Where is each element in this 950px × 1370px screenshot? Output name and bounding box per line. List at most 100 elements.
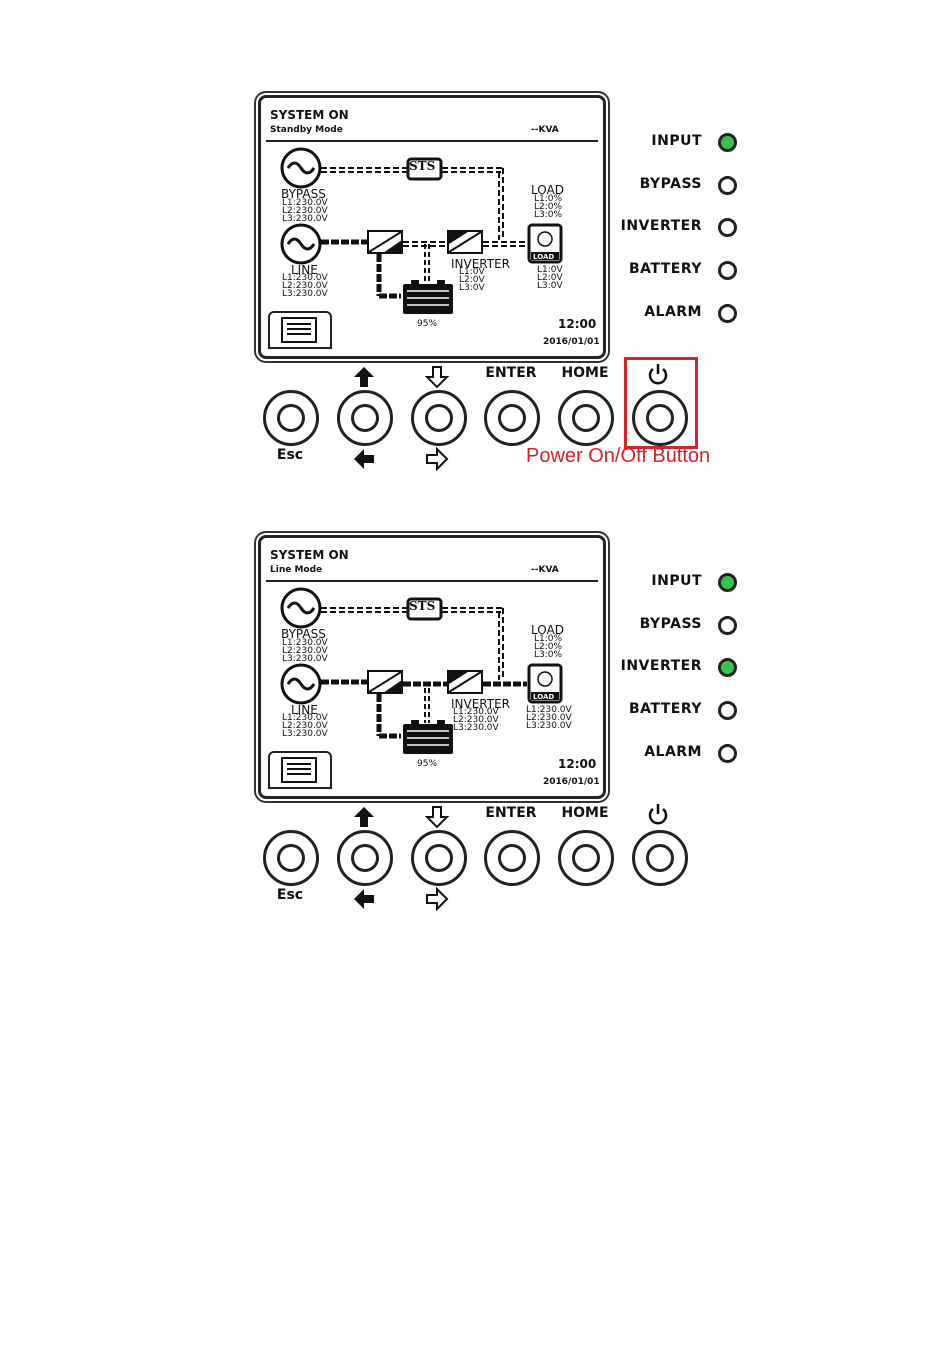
bypass-l1: L1:230.0V (282, 198, 328, 208)
load-pct-l3: L3:0% (534, 650, 563, 660)
load-pct-l2: L2:0% (534, 642, 563, 652)
led-alarm: ALARM (620, 742, 750, 766)
bypass-l3: L3:230.0V (282, 214, 328, 224)
line-label: LINE (291, 263, 318, 277)
load-label: LOAD (531, 623, 564, 637)
load-pct-l2: L2:0% (534, 202, 563, 212)
load-v-l2: L2:230.0V (526, 713, 572, 723)
led-indicator (718, 744, 737, 763)
line-l3: L3:230.0V (282, 729, 328, 739)
led-inverter: INVERTER (620, 216, 750, 240)
power-button[interactable] (632, 830, 688, 886)
load-bulb-icon (527, 223, 563, 264)
load-pct-l1: L1:0% (534, 194, 563, 204)
bypass-l1: L1:230.0V (282, 638, 328, 648)
clock-date: 2016/01/01 (543, 777, 600, 787)
sts-label: STS (409, 599, 436, 613)
kva-readout: --KVA (531, 125, 559, 135)
battery-percent: 95% (417, 319, 438, 329)
esc-button[interactable] (263, 830, 319, 886)
line-l3: L3:230.0V (282, 289, 328, 299)
led-label: BATTERY (628, 261, 702, 277)
power-button-caption: Power On/Off Button (526, 445, 711, 467)
led-label: ALARM (644, 304, 702, 320)
power-button[interactable] (632, 390, 688, 446)
battery-icon (403, 280, 453, 314)
led-label: INPUT (651, 133, 702, 149)
inverter-l3: L3:0V (459, 283, 485, 293)
arrow-right-icon (426, 447, 449, 471)
inverter-l1: L1:0V (459, 267, 485, 277)
load-v-l3: L3:230.0V (526, 721, 572, 731)
inverter-l1: L1:230.0V (453, 707, 499, 717)
bypass-source-icon (280, 147, 322, 189)
inverter-label: INVERTER (451, 697, 511, 711)
load-bulb-icon (527, 663, 563, 704)
led-battery: BATTERY (620, 699, 750, 723)
bypass-label: BYPASS (281, 187, 326, 201)
down-right-button[interactable] (411, 830, 467, 886)
home-button[interactable] (558, 830, 614, 886)
line-l1: L1:230.0V (282, 273, 328, 283)
led-indicator (718, 616, 737, 635)
line-l1: L1:230.0V (282, 713, 328, 723)
up-left-button[interactable] (337, 830, 393, 886)
enter-button[interactable] (484, 390, 540, 446)
down-right-button[interactable] (411, 390, 467, 446)
enter-button[interactable] (484, 830, 540, 886)
ups-panel-standby: SYSTEM ON Standby Mode --KVA (0, 95, 950, 535)
clock-date: 2016/01/01 (543, 337, 600, 347)
line-source-icon (280, 663, 322, 705)
line-label: LINE (291, 703, 318, 717)
lcd-screen: SYSTEM ON Standby Mode --KVA (258, 95, 606, 359)
load-icon-label: LOAD (533, 693, 555, 701)
up-left-button[interactable] (337, 390, 393, 446)
power-flow-diagram (280, 147, 563, 314)
divider (266, 140, 598, 142)
power-icon (648, 364, 668, 385)
arrow-left-icon (354, 889, 374, 909)
led-battery: BATTERY (620, 259, 750, 283)
arrow-up-icon (354, 367, 374, 387)
power-button-highlight (624, 357, 698, 449)
led-indicator (718, 658, 737, 677)
load-pct-l3: L3:0% (534, 210, 563, 220)
led-label: INPUT (651, 573, 702, 589)
led-input: INPUT (620, 571, 750, 595)
battery-icon (403, 720, 453, 754)
esc-label: Esc (276, 447, 304, 463)
mode-label: Line Mode (270, 565, 323, 575)
led-indicator (718, 261, 737, 280)
home-label: HOME (561, 365, 609, 381)
clock-time: 12:00 (558, 317, 597, 331)
led-indicator (718, 573, 737, 592)
line-l2: L2:230.0V (282, 721, 328, 731)
esc-button[interactable] (263, 390, 319, 446)
arrow-up-icon (354, 807, 374, 827)
esc-label: Esc (276, 887, 304, 903)
led-indicator (718, 304, 737, 323)
led-indicator (718, 701, 737, 720)
load-pct-l1: L1:0% (534, 634, 563, 644)
bypass-l2: L2:230.0V (282, 646, 328, 656)
lcd-screen: SYSTEM ON Line Mode --KVA (258, 535, 606, 799)
kva-readout: --KVA (531, 565, 559, 575)
led-label: BATTERY (628, 701, 702, 717)
load-v-l2: L2:0V (537, 273, 563, 283)
bypass-l2: L2:230.0V (282, 206, 328, 216)
line-source-icon (280, 223, 322, 265)
ups-panel-line: SYSTEM ON Line Mode --KVA (0, 535, 950, 975)
enter-label: ENTER (485, 805, 537, 821)
load-v-l1: L1:0V (537, 265, 563, 275)
menu-icon[interactable] (268, 751, 332, 789)
led-alarm: ALARM (620, 302, 750, 326)
power-flow-diagram (280, 587, 563, 754)
mode-label: Standby Mode (270, 125, 343, 135)
inverter-label: INVERTER (451, 257, 511, 271)
load-label: LOAD (531, 183, 564, 197)
home-button[interactable] (558, 390, 614, 446)
battery-percent: 95% (417, 759, 438, 769)
menu-icon[interactable] (268, 311, 332, 349)
power-icon (648, 804, 668, 825)
sts-switch-icon (406, 597, 443, 621)
